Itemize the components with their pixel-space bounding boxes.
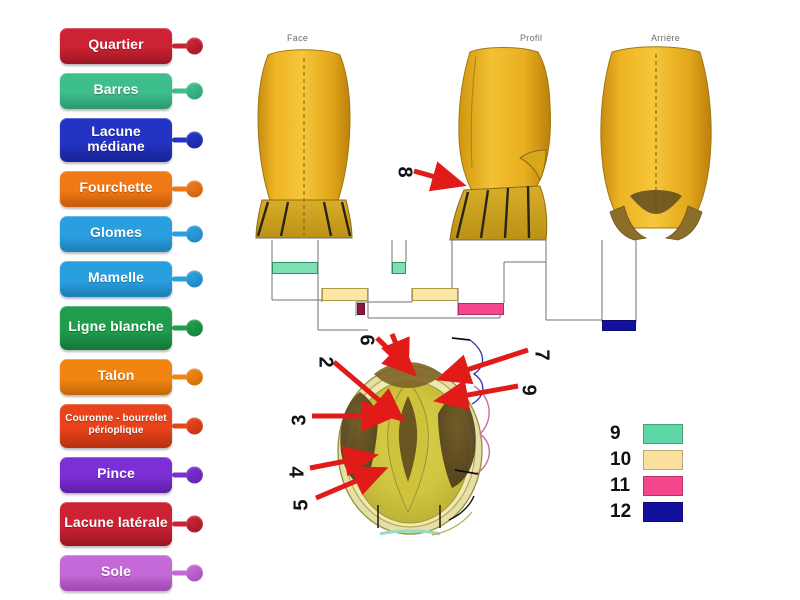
label-chip[interactable]: Lacune médiane — [60, 118, 172, 162]
label-connector — [172, 186, 194, 192]
label-connector — [172, 231, 194, 237]
label-chip[interactable]: Glomes — [60, 216, 172, 252]
label-pin-dot[interactable] — [186, 319, 203, 337]
label-pin-dot[interactable] — [186, 466, 203, 484]
color-bar — [392, 262, 406, 274]
label-row[interactable]: Pince — [60, 457, 205, 493]
label-chip[interactable]: Pince — [60, 457, 172, 493]
label-row[interactable]: Barres — [60, 73, 205, 109]
number-marker: 5 — [290, 499, 313, 511]
label-pin-dot[interactable] — [186, 270, 203, 288]
hoof-arriere-view — [600, 46, 712, 241]
legend-key: 9 — [610, 423, 621, 444]
label-pin-dot[interactable] — [186, 515, 203, 533]
label-connector — [172, 276, 194, 282]
label-pin-dot[interactable] — [186, 564, 203, 582]
label-row[interactable]: Sole — [60, 555, 205, 591]
view-caption: Arrière — [651, 33, 681, 43]
label-chip[interactable]: Couronne - bourrelet périoplique — [60, 404, 172, 448]
label-pin-dot[interactable] — [186, 368, 203, 386]
number-marker: 2 — [314, 356, 337, 368]
label-row[interactable]: Talon — [60, 359, 205, 395]
label-chip[interactable]: Mamelle — [60, 261, 172, 297]
label-connector — [172, 521, 194, 527]
label-chip[interactable]: Talon — [60, 359, 172, 395]
label-row[interactable]: Lacune latérale — [60, 502, 205, 546]
color-bar — [458, 303, 504, 315]
label-connector — [172, 43, 194, 49]
hoof-profil-view — [449, 47, 551, 241]
legend-row: 9 — [610, 422, 683, 445]
hoof-sole-view — [337, 337, 490, 536]
number-marker: 6 — [519, 384, 542, 396]
label-connector — [172, 325, 194, 331]
label-connector — [172, 423, 194, 429]
label-pin-dot[interactable] — [186, 131, 203, 149]
legend-row: 12 — [610, 500, 683, 523]
legend-swatch — [643, 501, 683, 522]
legend-swatch — [643, 475, 683, 496]
label-chip[interactable]: Quartier — [60, 28, 172, 64]
label-row[interactable]: Lacune médiane — [60, 118, 205, 162]
legend-row: 10 — [610, 448, 683, 471]
label-connector — [172, 570, 194, 576]
legend-swatch — [643, 423, 683, 444]
number-marker: 9 — [357, 334, 380, 346]
legend-key: 10 — [610, 449, 632, 470]
legend-swatch — [643, 449, 683, 470]
label-pin-dot[interactable] — [186, 417, 203, 435]
label-row[interactable]: Glomes — [60, 216, 205, 252]
label-connector — [172, 374, 194, 380]
legend-row: 11 — [610, 474, 683, 497]
number-marker: 3 — [288, 414, 311, 426]
color-legend: 9 10 11 12 — [610, 422, 683, 523]
color-bar — [602, 320, 636, 331]
hoof-face-view — [255, 49, 353, 239]
label-pin-dot[interactable] — [186, 225, 203, 243]
label-connector — [172, 137, 194, 143]
label-chip[interactable]: Ligne blanche — [60, 306, 172, 350]
number-marker: 4 — [284, 466, 307, 478]
measurement-lines — [271, 240, 637, 331]
label-chip[interactable]: Fourchette — [60, 171, 172, 207]
legend-key: 12 — [610, 501, 632, 522]
label-row[interactable]: Fourchette — [60, 171, 205, 207]
label-connector — [172, 88, 194, 94]
color-bar — [272, 262, 318, 274]
color-bar — [412, 288, 458, 301]
label-row[interactable]: Quartier — [60, 28, 205, 64]
label-chip[interactable]: Lacune latérale — [60, 502, 172, 546]
view-caption: Face — [287, 33, 309, 43]
label-chip[interactable]: Sole — [60, 555, 172, 591]
label-chip[interactable]: Barres — [60, 73, 172, 109]
label-connector — [172, 472, 194, 478]
legend-key: 11 — [610, 475, 631, 496]
label-pin-dot[interactable] — [186, 37, 203, 55]
label-row[interactable]: Couronne - bourrelet périoplique — [60, 404, 205, 448]
label-pin-dot[interactable] — [186, 82, 203, 100]
color-bar — [357, 303, 365, 315]
label-row[interactable]: Ligne blanche — [60, 306, 205, 350]
label-pin-dot[interactable] — [186, 180, 203, 198]
view-caption: Profil — [520, 33, 543, 43]
color-bar — [322, 288, 368, 301]
number-marker: 7 — [530, 349, 553, 361]
number-marker: 8 — [393, 166, 416, 178]
label-row[interactable]: Mamelle — [60, 261, 205, 297]
pointer-arrows — [309, 161, 529, 501]
